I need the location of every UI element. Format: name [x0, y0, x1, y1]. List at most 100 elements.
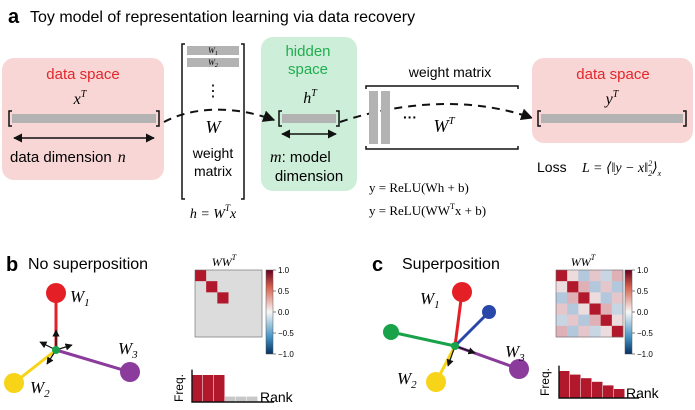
panel-b-heatmap-cell — [250, 314, 263, 327]
panel-c-heatmap-cell — [567, 281, 579, 293]
panel-c-heatmap-cell — [600, 325, 613, 338]
panel-b-heatmap-cell — [217, 303, 229, 315]
panel-b-heatmap-cell — [195, 281, 207, 293]
panel-b-heatmap-cell — [206, 292, 218, 304]
panel-b-w1-dot — [46, 283, 66, 303]
panel-c-heatmap-cell — [589, 314, 601, 327]
panel-c-heatmap-cell — [611, 292, 624, 304]
panel-c-heatmap-cell — [556, 303, 568, 315]
w-row-2-label: W2 — [208, 58, 218, 69]
panel-c-rank-bar — [614, 389, 625, 398]
panel-a-title: Toy model of representation learning via… — [30, 9, 415, 26]
panel-c-heatmap-cell — [578, 325, 590, 338]
hidden-dimension-label-1: m: model — [270, 149, 331, 166]
wt-columns-ellipsis: ··· — [403, 109, 417, 125]
panel-b-heatmap-cell — [195, 325, 207, 338]
panel-b-heatmap-cell — [250, 281, 263, 293]
panel-c-w2-label: W2 — [397, 369, 417, 391]
panel-b-heatmap-cell — [195, 303, 207, 315]
encode-dashed-arrow — [163, 108, 276, 123]
panel-b-heatmap-cell — [239, 270, 252, 282]
panel-c-heatmap-cell — [611, 270, 624, 282]
panel-c-heatmap-cell — [600, 270, 613, 282]
panel-c-w1-dot — [452, 282, 472, 302]
input-vector-symbol: xT — [73, 89, 88, 108]
panel-b-heatmap-cell — [217, 314, 229, 327]
encode-equation: h = WTx — [190, 203, 237, 222]
panel-b-heatmap-cell — [228, 303, 240, 315]
panel-c-heatmap-cell — [611, 325, 624, 338]
hidden-vector-symbol: hT — [303, 88, 318, 107]
panel-b-title: No superposition — [28, 256, 148, 273]
panel-c-heatmap-cell — [589, 303, 601, 315]
panel-b-rank-label: Rank — [260, 389, 294, 405]
panel-c-w4-line — [390, 330, 456, 348]
panel-b-heatmap-cell — [217, 281, 229, 293]
panel-c-w2-dot — [426, 372, 446, 392]
panel-b-heatmap-cell — [250, 303, 263, 315]
panel-c-heatmap-cell — [578, 303, 590, 315]
panel-b-heatmap-cell — [239, 325, 252, 338]
panel-c-w3-dot — [509, 359, 529, 379]
panel-c-colorbar — [624, 269, 633, 355]
panel-c-heatmap-cell — [578, 314, 590, 327]
panel-b-heatmap-cell — [217, 325, 229, 338]
panel-c-colorbar-tick-label: −0.5 — [637, 329, 653, 338]
hidden-bracket-left — [278, 110, 282, 127]
panel-b-colorbar-tick-label: 1.0 — [278, 266, 290, 275]
output-vector-bar — [541, 114, 683, 123]
panel-c-heatmap-cell — [578, 292, 590, 304]
panel-c-freq-label: Freq. — [538, 368, 552, 396]
panel-b-heatmap-cell — [239, 292, 252, 304]
output-vector-symbol: yT — [604, 89, 620, 108]
panel-c-rank-bars — [558, 365, 639, 399]
panel-b-heatmap-cell — [195, 270, 207, 282]
w-caption-line2: matrix — [194, 163, 232, 179]
panel-b-heatmap-cell — [206, 281, 218, 293]
panel-b-heatmap-frame — [194, 269, 263, 338]
panel-c-heatmap-cell — [600, 314, 613, 327]
input-data-space-label: data space — [46, 66, 119, 83]
panel-b-colorbar-tick-label: 0.0 — [278, 308, 290, 317]
panel-c-heatmap-frame — [555, 269, 624, 338]
wt-matrix-symbol: WT — [433, 115, 455, 136]
panel-b-heatmap-cell — [228, 281, 240, 293]
w-matrix-symbol: W — [206, 117, 223, 137]
panel-b-w3-dot — [120, 362, 140, 382]
panel-b-origin-dot — [52, 346, 60, 354]
panel-b-colorbar-tick-label: 0.5 — [278, 287, 290, 296]
panel-b-heatmap-cell — [195, 314, 207, 327]
panel-c-heatmap-cell — [556, 314, 568, 327]
panel-c-origin-dot — [451, 342, 459, 350]
panel-c-heatmap-cell — [567, 325, 579, 338]
input-vector-bar — [12, 114, 156, 123]
panel-c-heatmap-cell — [556, 325, 568, 338]
panel-c-heatmap-cell — [600, 281, 613, 293]
panel-b-heatmap-cell — [228, 325, 240, 338]
panel-b-w3-line — [55, 348, 131, 374]
panel-b-heatmap — [194, 269, 263, 338]
output-data-space-label: data space — [576, 66, 649, 83]
w-row-1-label: W1 — [208, 46, 218, 57]
panel-c-heatmap-cell — [567, 314, 579, 327]
panel-c-heatmap-cell — [556, 292, 568, 304]
panel-b-heatmap-cell — [206, 325, 218, 338]
wt-column-2 — [381, 91, 390, 144]
panel-c-w4-dot — [383, 324, 399, 340]
panel-c-colorbar-tick-label: −1.0 — [637, 350, 653, 359]
loss-formula: L = ⟨‖y − x‖22⟩x — [581, 159, 662, 178]
panel-b-colorbar — [265, 269, 274, 355]
panel-c-rank-bar — [581, 378, 592, 398]
decode-dashed-arrow — [339, 103, 534, 123]
panel-c-heatmap-cell — [578, 270, 590, 282]
panel-b-rank-axes — [191, 369, 274, 403]
input-bracket-left — [8, 110, 12, 127]
panel-c-heatmap-cell — [600, 303, 613, 315]
panel-c-heatmap-cell — [611, 281, 624, 293]
panel-b-rank-bar — [214, 375, 225, 402]
panel-c-w5-line — [453, 310, 491, 348]
panel-c-heatmap-cell — [578, 281, 590, 293]
panel-b-rank-bar — [192, 375, 203, 402]
panel-c-heatmap-cell — [589, 325, 601, 338]
panel-c-rank-bar — [559, 371, 570, 398]
